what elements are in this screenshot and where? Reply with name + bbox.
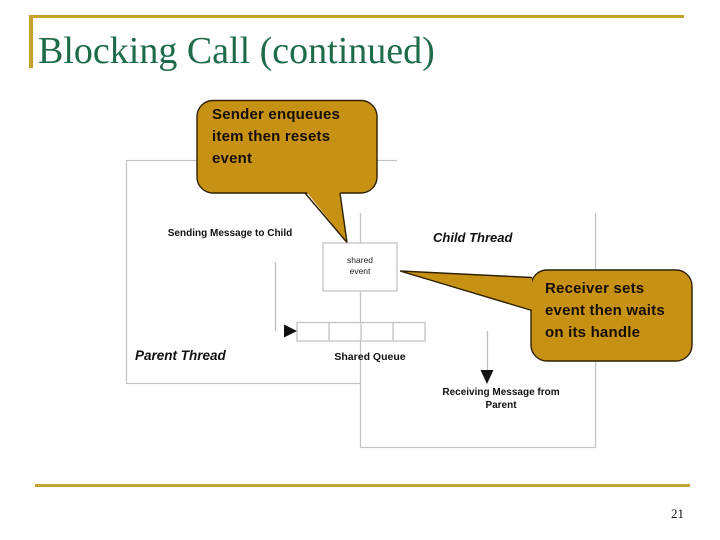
- enqueue-arrowhead-icon: [284, 324, 297, 338]
- shared-queue-label: Shared Queue: [334, 351, 406, 363]
- sender-callout-bubble: [196, 99, 378, 194]
- shared-queue-dividers: [328, 322, 394, 341]
- child-thread-label: Child Thread: [433, 230, 513, 245]
- sender-callout-tail-outline: [304, 192, 348, 243]
- down-arrowhead-icon: [480, 370, 494, 384]
- page-title: Blocking Call (continued): [38, 30, 435, 72]
- sender-callout-text: Sender enqueues item then resets event: [212, 106, 341, 167]
- sending-message-label: Sending Message to Child: [167, 228, 293, 239]
- receiving-message-label: Receiving Message from Parent: [442, 387, 560, 411]
- parent-thread-label: Parent Thread: [135, 348, 226, 363]
- page-number: 21: [671, 506, 684, 521]
- shared-event-box: [322, 242, 398, 292]
- bottom-gold-rule: [35, 484, 690, 487]
- receiver-callout-bubble: [530, 269, 693, 362]
- receiver-callout-tail-outline: [399, 270, 533, 312]
- shared-event-label: shared event: [347, 255, 373, 276]
- title-accent-bar: [29, 15, 33, 68]
- receiver-callout-text: Receiver sets event then waits on its ha…: [545, 280, 665, 341]
- top-gold-rule: [29, 15, 684, 18]
